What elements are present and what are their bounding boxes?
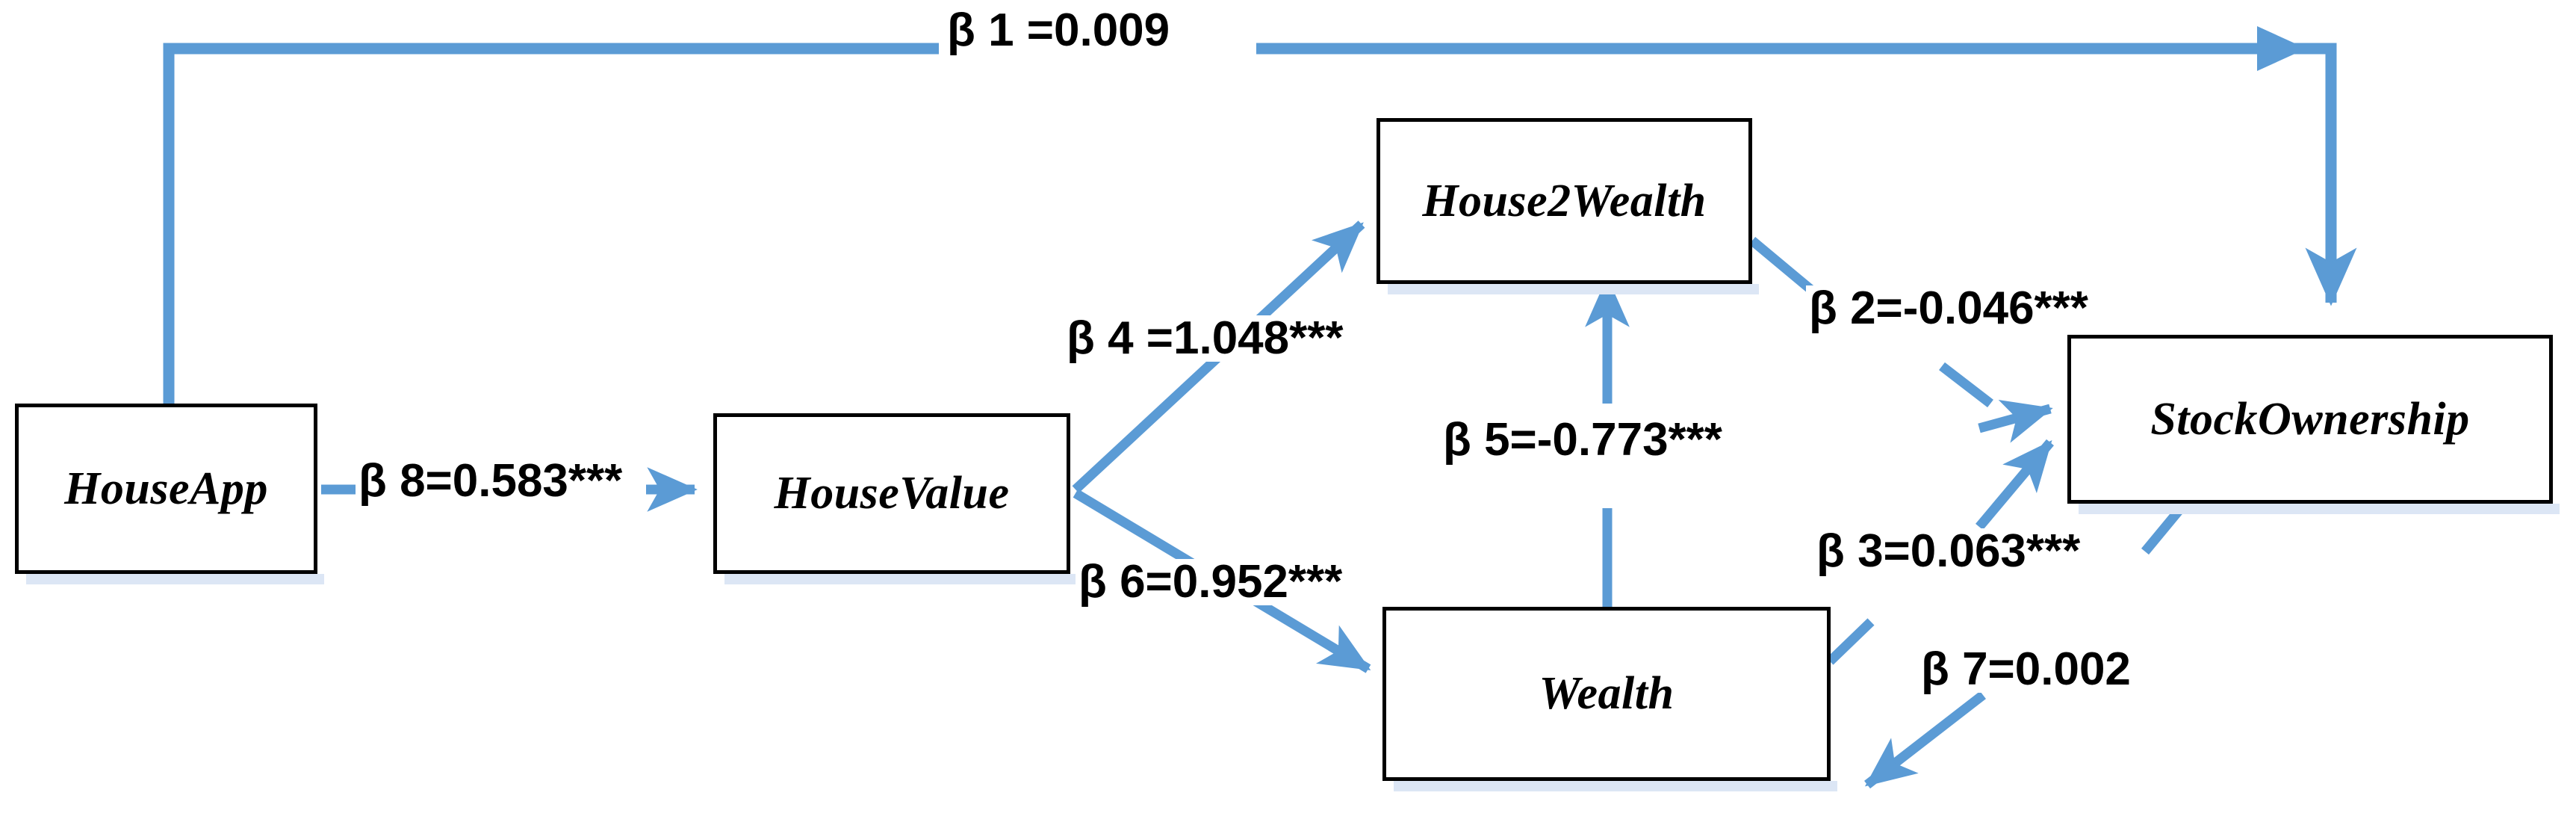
node-wealth-label: Wealth [1539, 668, 1675, 719]
edge-label-beta5: β 5=-0.773*** [1440, 417, 1725, 463]
edge-label-beta3: β 3=0.063*** [1813, 528, 2084, 575]
edge-beta2 [1748, 237, 2053, 443]
node-stockownership-label: StockOwnership [2150, 393, 2470, 445]
edge-beta3 [1826, 439, 2054, 665]
edge-beta1 [163, 26, 2357, 404]
edge-label-beta2: β 2=-0.046*** [1806, 285, 2091, 332]
node-stockownership[interactable]: StockOwnership [2067, 335, 2560, 514]
node-house2wealth[interactable]: House2Wealth [1377, 118, 1759, 294]
node-housevalue-label: HouseValue [774, 468, 1010, 519]
edge-label-beta4: β 4 =1.048*** [1064, 315, 1347, 362]
node-houseapp[interactable]: HouseApp [15, 404, 324, 584]
node-house2wealth-label: House2Wealth [1422, 175, 1707, 226]
edge-label-beta8: β 8=0.583*** [356, 458, 626, 504]
edge-label-beta1: β 1 =0.009 [944, 7, 1173, 54]
node-housevalue[interactable]: HouseValue [713, 413, 1077, 584]
edge-label-beta7: β 7=0.002 [1918, 646, 2134, 693]
node-houseapp-label: HouseApp [64, 463, 268, 514]
edge-beta7 [1864, 504, 2185, 789]
node-wealth[interactable]: Wealth [1382, 607, 1837, 791]
edge-label-beta6: β 6=0.952*** [1076, 559, 1346, 605]
